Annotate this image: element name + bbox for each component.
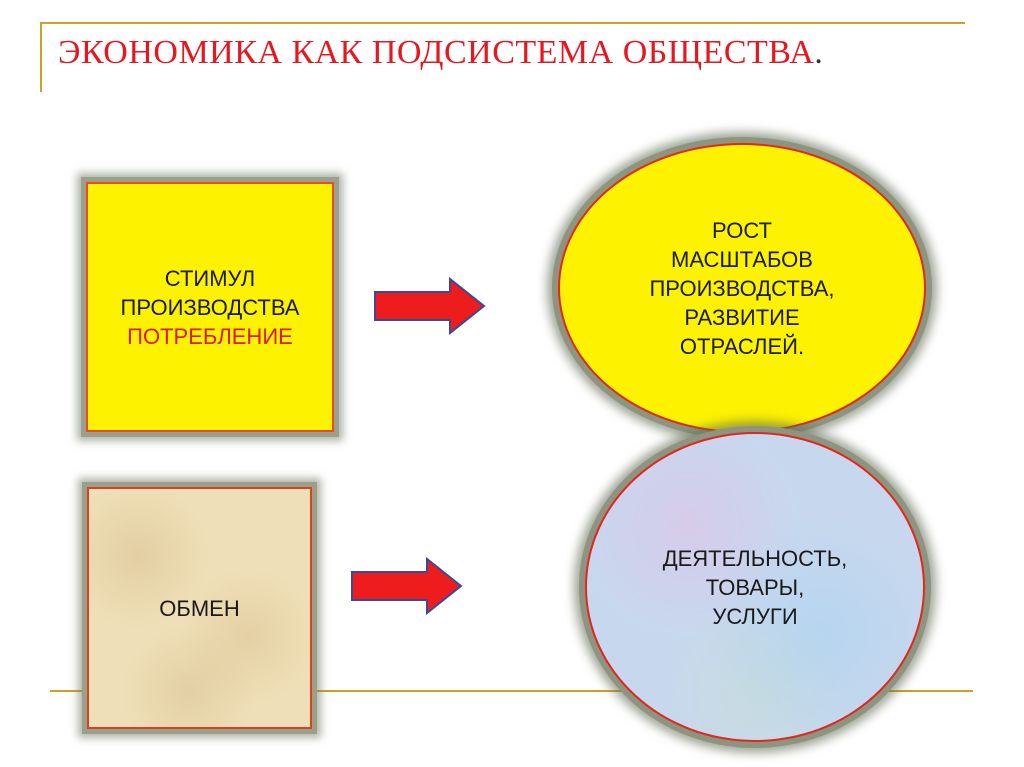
- obmen-box: ОБМЕН: [87, 487, 312, 729]
- right-arrow-icon: [351, 556, 463, 616]
- frame-top-line: [40, 22, 965, 24]
- rost-line-4: РАЗВИТИЕ: [684, 304, 800, 330]
- rost-line-5: ОТРАСЛЕЙ.: [679, 333, 805, 359]
- stimul-line-1: СТИМУЛ: [164, 265, 256, 291]
- frame-left-line: [40, 22, 42, 92]
- deyat-line-2: ТОВАРЫ,: [705, 574, 805, 600]
- obmen-line-1: ОБМЕН: [159, 595, 240, 621]
- rost-ellipse: РОСТ МАСШТАБОВ ПРОИЗВОДСТВА, РАЗВИТИЕ ОТ…: [558, 143, 926, 433]
- right-arrow-icon: [374, 276, 486, 336]
- deyatelnost-ellipse: ДЕЯТЕЛЬНОСТЬ, ТОВАРЫ, УСЛУГИ: [585, 432, 925, 742]
- deyat-line-1: ДЕЯТЕЛЬНОСТЬ,: [662, 545, 848, 571]
- slide-title-dot: .: [814, 34, 824, 71]
- rost-line-1: РОСТ: [712, 217, 772, 243]
- rost-line-3: ПРОИЗВОДСТВА,: [649, 275, 835, 301]
- slide-title-text: ЭКОНОМИКА КАК ПОДСИСТЕМА ОБЩЕСТВА: [58, 34, 815, 71]
- frame-bottom-line: [50, 690, 973, 692]
- stimul-line-2: ПРОИЗВОДСТВА: [120, 294, 300, 320]
- stimul-line-3: ПОТРЕБЛЕНИЕ: [127, 323, 293, 349]
- stimul-box: СТИМУЛ ПРОИЗВОДСТВА ПОТРЕБЛЕНИЕ: [86, 182, 334, 432]
- slide-title: ЭКОНОМИКА КАК ПОДСИСТЕМА ОБЩЕСТВА.: [58, 34, 823, 72]
- deyat-line-3: УСЛУГИ: [712, 603, 798, 629]
- rost-line-2: МАСШТАБОВ: [671, 246, 813, 272]
